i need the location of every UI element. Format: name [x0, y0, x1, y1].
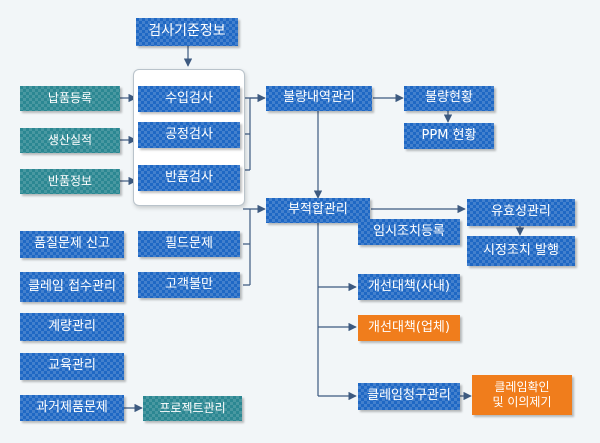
node-return-inspection[interactable]: 반품검사	[138, 165, 240, 191]
node-claim-billing-mgmt[interactable]: 클레임청구관리	[358, 383, 460, 410]
node-production-record[interactable]: 생산실적	[20, 128, 120, 153]
node-validity-mgmt[interactable]: 유효성관리	[467, 199, 575, 226]
node-inspection-standard[interactable]: 검사기준정보	[136, 18, 238, 46]
node-label: 불량내역관리	[283, 90, 355, 106]
edge-inspections-to-defect	[240, 97, 265, 171]
node-label: 공정검사	[165, 126, 213, 142]
node-label: 반품정보	[47, 174, 93, 188]
node-claim-receipt-mgmt[interactable]: 클레임 접수관리	[20, 272, 124, 302]
node-defect-status[interactable]: 불량현황	[404, 86, 494, 111]
node-label: 임시조치등록	[373, 223, 445, 239]
node-label: 유효성관리	[491, 204, 551, 220]
node-label: 부적합관리	[288, 202, 348, 218]
node-label-line2: 및 이의제기	[492, 395, 552, 409]
node-temp-action-registration[interactable]: 임시조치등록	[358, 219, 460, 245]
node-label: 수입검사	[165, 90, 213, 106]
node-corrective-order-issue[interactable]: 시정조치 발행	[467, 236, 575, 266]
node-label: 프로젝트관리	[159, 401, 226, 415]
node-past-product-issue[interactable]: 과거제품문제	[20, 395, 124, 421]
node-label: 과거제품문제	[36, 399, 108, 415]
node-label: 불량현황	[425, 90, 473, 106]
node-customer-complaint[interactable]: 고객불만	[138, 272, 240, 298]
node-label: 검사기준정보	[148, 23, 226, 40]
node-label: 개선대책(업체)	[368, 319, 450, 335]
node-claim-confirm-objection[interactable]: 클레임확인 및 이의제기	[472, 375, 572, 415]
node-delivery-registration[interactable]: 납품등록	[20, 86, 120, 111]
node-label: 교육관리	[48, 358, 96, 374]
node-label: 필드문제	[165, 235, 213, 251]
node-label: 고객불만	[165, 276, 213, 292]
node-metrology-mgmt[interactable]: 계량관리	[20, 313, 124, 341]
node-process-inspection[interactable]: 공정검사	[138, 122, 240, 148]
node-label: 개선대책(사내)	[368, 278, 450, 294]
node-label: 납품등록	[47, 91, 93, 105]
node-nonconformity-mgmt[interactable]: 부적합관리	[266, 198, 370, 223]
node-education-mgmt[interactable]: 교육관리	[20, 353, 124, 380]
node-label-line1: 클레임확인	[494, 380, 550, 394]
node-label: 클레임청구관리	[367, 388, 451, 404]
node-label: 시정조치 발행	[483, 242, 559, 258]
node-return-info[interactable]: 반품정보	[20, 169, 120, 194]
node-field-issue[interactable]: 필드문제	[138, 231, 240, 257]
node-label: 반품검사	[165, 169, 213, 185]
node-defect-detail-mgmt[interactable]: 불량내역관리	[266, 86, 372, 111]
node-label: 클레임 접수관리	[28, 278, 116, 294]
node-improvement-vendor[interactable]: 개선대책(업체)	[358, 315, 460, 341]
node-project-mgmt[interactable]: 프로젝트관리	[143, 396, 242, 421]
node-label: 품질문제 신고	[34, 236, 110, 252]
node-label: 생산실적	[47, 133, 93, 147]
node-quality-issue-report[interactable]: 품질문제 신고	[20, 231, 124, 258]
node-label: 계량관리	[48, 318, 96, 334]
edge-field-to-nonconformity	[243, 209, 251, 286]
node-ppm-status[interactable]: PPM 현황	[404, 123, 494, 149]
node-improvement-internal[interactable]: 개선대책(사내)	[358, 274, 460, 300]
node-label: PPM 현황	[421, 127, 477, 143]
node-incoming-inspection[interactable]: 수입검사	[138, 86, 240, 112]
